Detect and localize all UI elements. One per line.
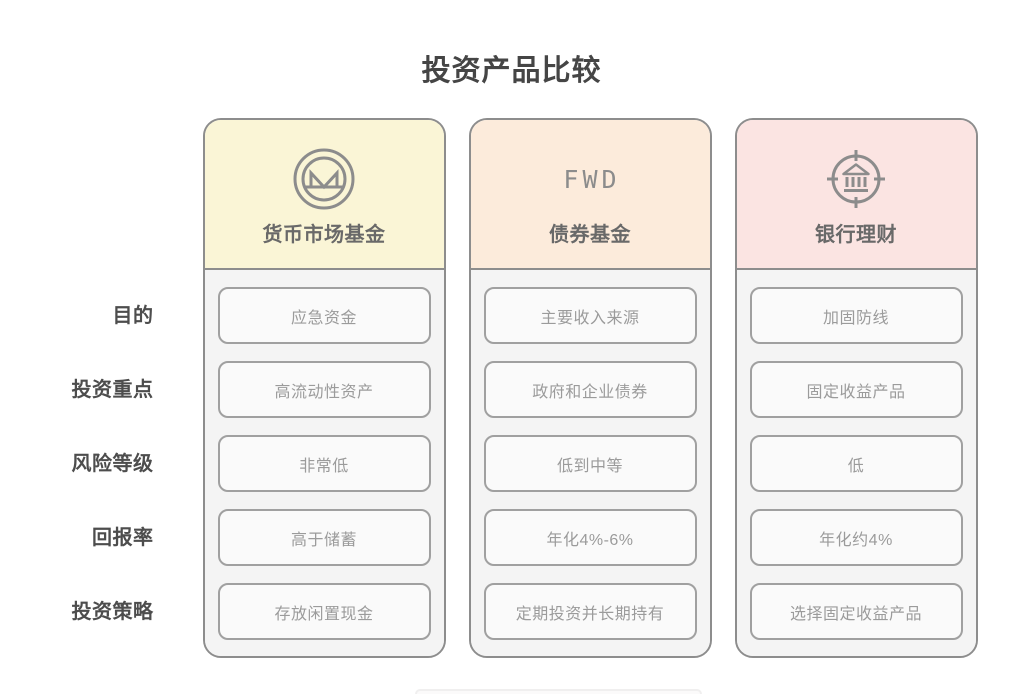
column-bond-fund: FWD 债券基金 主要收入来源 政府和企业债券 低到中等 年化4%-6% 定期投…	[468, 118, 712, 658]
column-header: FWD 债券基金	[470, 120, 710, 270]
fwd-logo-text: FWD	[563, 164, 621, 194]
cutoff-element-hint	[415, 689, 702, 694]
cell-strategy: 存放闲置现金	[217, 583, 431, 640]
cell-risk-level: 低到中等	[483, 435, 697, 492]
column-title: 债券基金	[549, 224, 631, 246]
cell-purpose: 主要收入来源	[483, 287, 697, 344]
cell-investment-focus: 固定收益产品	[749, 361, 963, 418]
row-label-risk-level: 风险等级	[71, 453, 154, 475]
column-header: 货币市场基金	[204, 120, 444, 270]
column-money-market-fund: 货币市场基金 应急资金 高流动性资产 非常低 高于储蓄 存放闲置现金	[202, 118, 446, 658]
cell-investment-focus: 政府和企业债券	[483, 361, 697, 418]
cell-risk-level: 低	[749, 435, 963, 492]
column-title: 货币市场基金	[262, 224, 386, 246]
labels-header-spacer	[46, 118, 156, 268]
comparison-grid: 目的 投资重点 风险等级 回报率 投资策略 货币市场基金	[46, 118, 978, 658]
cell-investment-focus: 高流动性资产	[217, 361, 431, 418]
cell-return-rate: 年化4%-6%	[483, 509, 697, 566]
row-label-strategy: 投资策略	[71, 601, 154, 623]
bank-target-icon	[824, 146, 888, 212]
cell-strategy: 定期投资并长期持有	[483, 583, 697, 640]
row-label-purpose: 目的	[112, 305, 154, 327]
page-title: 投资产品比较	[421, 55, 602, 87]
row-label-return-rate: 回报率	[92, 527, 154, 549]
column-bank-wealth-management: 银行理财 加固防线 固定收益产品 低 年化约4% 选择固定收益产品	[734, 118, 978, 658]
cell-risk-level: 非常低	[217, 435, 431, 492]
cell-purpose: 应急资金	[217, 287, 431, 344]
monero-circle-m-icon	[292, 146, 356, 212]
comparison-infographic: 投资产品比较 目的 投资重点 风险等级 回报率 投资策略	[46, 0, 978, 658]
row-labels-column: 目的 投资重点 风险等级 回报率 投资策略	[46, 118, 156, 658]
cell-return-rate: 高于储蓄	[217, 509, 431, 566]
row-label-investment-focus: 投资重点	[71, 379, 154, 401]
column-title: 银行理财	[815, 224, 897, 246]
column-header: 银行理财	[736, 120, 976, 270]
cell-purpose: 加固防线	[749, 287, 963, 344]
cell-strategy: 选择固定收益产品	[749, 583, 963, 640]
cell-return-rate: 年化约4%	[749, 509, 963, 566]
